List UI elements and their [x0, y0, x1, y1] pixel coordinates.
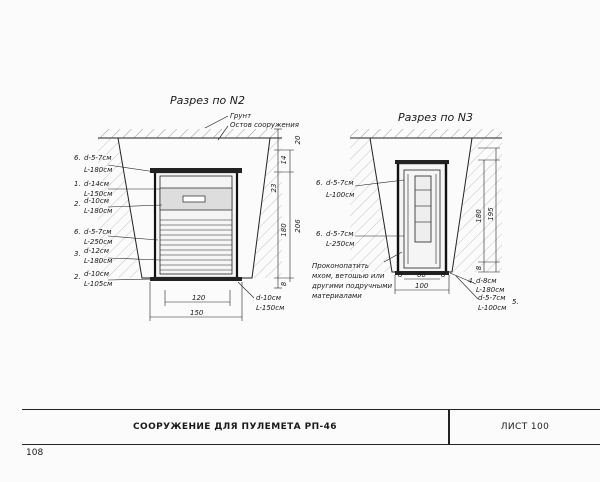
right-label-3-1-b: d-8см [476, 277, 497, 285]
right-label-3-1-a: 4. [468, 277, 475, 285]
label-2-3-b: d-10см [84, 197, 110, 205]
dim-2-20: 20 [294, 135, 302, 144]
dim-3-180: 180 [475, 209, 483, 223]
dim-2-206: 206 [294, 219, 302, 233]
note-3-line-3: другими подручными [311, 282, 393, 290]
dim-3-8b: 8 [441, 271, 446, 279]
dim-2-120: 120 [192, 294, 206, 302]
dim-3-8a: 8 [398, 271, 403, 279]
label-2-4-c: L-250см [84, 238, 113, 246]
dim-2-14: 14 [280, 156, 288, 165]
label-2-4-a: 6. [74, 228, 81, 236]
dim-3-8c: 8 [475, 265, 483, 270]
dim-2-180: 180 [280, 223, 288, 237]
dim-3-60: 60 [417, 271, 426, 279]
ground-label: Грунт [230, 112, 252, 120]
dim-2-150: 150 [190, 309, 204, 317]
label-3-2-b: d-5-7см [326, 230, 354, 238]
note-3-line-2: мхом, ветошью или [312, 272, 385, 280]
section-3-title: Разрез по N3 [398, 111, 473, 124]
drawing-title: СООРУЖЕНИЕ ДЛЯ ПУЛЕМЕТА РП-46 [133, 422, 337, 432]
dim-3-195: 195 [487, 207, 495, 221]
right-label-3-2-c: L-100см [478, 304, 507, 312]
section-3: Разрез по N3 6. d-5-7см L-100см 6. d-5-7… [311, 111, 519, 312]
label-3-2-c: L-250см [326, 240, 355, 248]
section-2: Разрез по N2 Грунт Остов сооружения [74, 94, 302, 321]
section-2-title: Разрез по N2 [170, 94, 245, 107]
bottom-note-2-c: L-150см [256, 304, 285, 312]
label-3-1-b: d-5-7см [326, 179, 354, 187]
label-2-3-c: L-180см [84, 207, 113, 215]
label-2-1-c: L-180см [84, 166, 113, 174]
title-block-divider [448, 410, 450, 444]
dim-2-23: 23 [270, 184, 278, 193]
skeleton-label: Остов сооружения [230, 121, 299, 129]
title-block: СООРУЖЕНИЕ ДЛЯ ПУЛЕМЕТА РП-46 ЛИСТ 100 [22, 409, 600, 445]
label-2-6-c: L-105см [84, 280, 113, 288]
technical-drawing: Разрез по N2 Грунт Остов сооружения [74, 94, 519, 321]
note-3-line-1: Проконопатить [312, 262, 369, 270]
label-2-6-b: d-10см [84, 270, 110, 278]
label-3-1-c: L-100см [326, 191, 355, 199]
dim-3-100: 100 [415, 282, 429, 290]
sheet-number: ЛИСТ 100 [500, 422, 550, 432]
label-2-2-a: 1. [74, 180, 81, 188]
label-2-1-b: d-5-7см [84, 154, 112, 162]
label-2-5-c: L-180см [84, 257, 113, 265]
bottom-note-2-b: d-10см [256, 294, 282, 302]
dim-2-8: 8 [280, 281, 288, 286]
page-number: 108 [26, 448, 44, 458]
right-label-3-1-c: L-180см [476, 286, 505, 294]
label-2-5-b: d-12см [84, 247, 110, 255]
label-2-1-a: 6. [74, 154, 81, 162]
label-2-4-b: d-5-7см [84, 228, 112, 236]
label-2-5-a: 3. [74, 250, 81, 258]
label-2-2-c: L-150см [84, 190, 113, 198]
note-3-line-4: материалами [312, 292, 362, 300]
label-2-3-a: 2. [74, 200, 81, 208]
right-label-3-2-a: 5. [512, 298, 519, 306]
label-2-6-a: 2. [74, 273, 81, 281]
labels-section-2: 6. d-5-7см L-180см 1. d-14см L-150см 2. … [74, 154, 113, 288]
label-3-2-a: 6. [316, 230, 323, 238]
right-label-3-2-b: d-5-7см [478, 294, 506, 302]
label-3-1-a: 6. [316, 179, 323, 187]
label-2-2-b: d-14см [84, 180, 110, 188]
